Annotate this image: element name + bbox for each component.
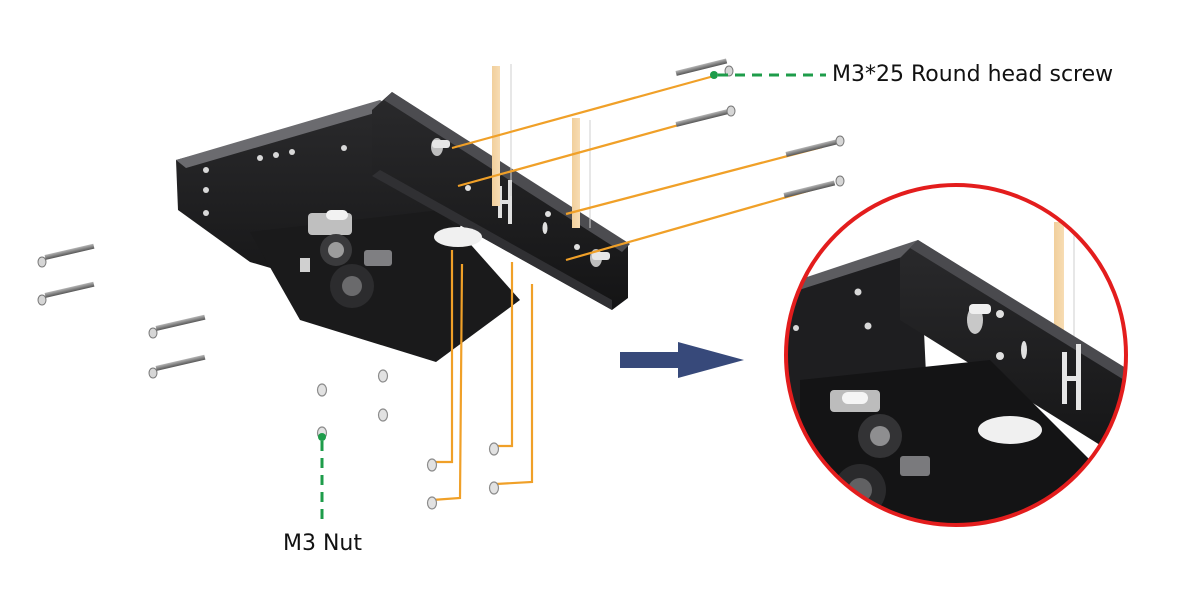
- nut-callout-label: M3 Nut: [283, 531, 362, 556]
- screw-icon: [783, 175, 845, 198]
- nut-icon: [316, 383, 328, 397]
- callout-dot: [710, 71, 718, 79]
- top-screws: [675, 58, 845, 198]
- nut-icon: [426, 458, 438, 472]
- nut-icon: [488, 481, 500, 495]
- back-plate-holes: [203, 145, 347, 216]
- loose-screws: [37, 243, 206, 379]
- nut-icon: [377, 369, 389, 383]
- bracket-top-edge: [176, 100, 392, 168]
- callout-lines: [318, 71, 826, 526]
- right-arrow-icon: [620, 342, 744, 378]
- nut-icon: [377, 408, 389, 422]
- screw-icon: [148, 314, 206, 339]
- motor-bracket-assembly: [176, 92, 630, 362]
- screw-icon: [785, 135, 845, 157]
- nut-icon: [488, 442, 500, 456]
- motor-parts: [300, 210, 482, 308]
- screw-icon: [675, 58, 734, 77]
- magnified-detail: [784, 183, 1128, 527]
- nut-icon: [426, 496, 438, 510]
- screw-callout-label: M3*25 Round head screw: [832, 62, 1114, 87]
- magnifier-ring: [784, 183, 1128, 527]
- screw-icon: [37, 281, 95, 306]
- assembly-guide-lines: [431, 74, 823, 502]
- screw-icon: [675, 105, 736, 127]
- callout-dot: [318, 433, 326, 441]
- screw-icon: [148, 354, 206, 379]
- screw-icon: [37, 243, 95, 268]
- nuts: [316, 369, 500, 510]
